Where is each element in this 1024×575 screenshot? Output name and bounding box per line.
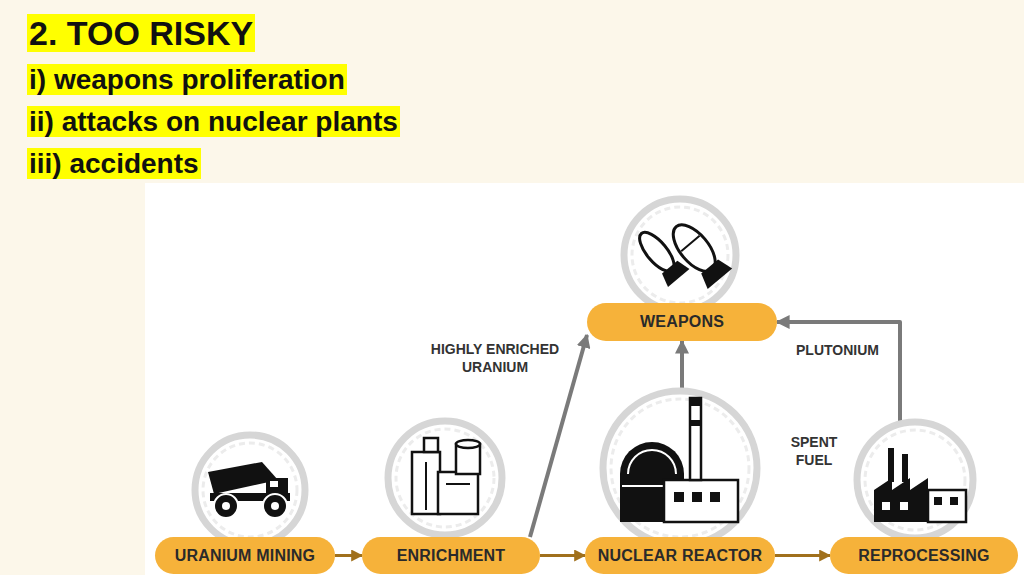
- risk-item-text: ii) attacks on nuclear plants: [27, 106, 400, 137]
- bomb-band: [681, 236, 699, 251]
- box-label: NUCLEAR REACTOR: [598, 547, 762, 565]
- factory-chimney: [888, 448, 894, 482]
- box-label: REPROCESSING: [858, 547, 989, 565]
- icon-circle: [195, 435, 305, 545]
- icon-circle-texture: [203, 443, 297, 537]
- reprocessing-icon: [857, 422, 973, 538]
- weapons-icon: [624, 199, 736, 311]
- flow-label: HIGHLY ENRICHED URANIUM: [420, 340, 570, 376]
- reactor-icon: [603, 391, 757, 545]
- flow-arrow: [335, 554, 362, 557]
- risk-item-text: i) weapons proliferation: [27, 64, 347, 95]
- process-box: NUCLEAR REACTOR: [585, 537, 775, 574]
- mining-icon: [195, 435, 305, 545]
- plant-tank-top: [456, 440, 480, 448]
- process-box: URANIUM MINING: [155, 537, 335, 574]
- factory-chimney: [902, 454, 908, 482]
- truck-hub: [271, 502, 279, 510]
- bomb-fin: [659, 258, 689, 287]
- reactor-window: [674, 492, 684, 502]
- bomb-symbol: [664, 216, 732, 289]
- factory-window: [934, 497, 942, 505]
- risk-item: iii) accidents: [27, 146, 201, 182]
- icon-circle-texture: [396, 429, 494, 527]
- reactor-chimney: [690, 398, 701, 480]
- slide-title: 2. TOO RISKY: [27, 12, 255, 54]
- factory-window: [950, 497, 958, 505]
- truck-cab: [266, 478, 288, 495]
- chimney-stripe: [690, 398, 701, 406]
- process-box: WEAPONS: [587, 303, 777, 341]
- flow-label: PLUTONIUM: [785, 341, 890, 359]
- factory-window: [900, 502, 908, 510]
- flow-arrow: [540, 554, 585, 557]
- icon-circle: [857, 422, 973, 538]
- box-label: ENRICHMENT: [397, 547, 506, 565]
- icon-circle-texture: [632, 207, 728, 303]
- reactor-dome-line: [628, 450, 676, 474]
- risk-item: i) weapons proliferation: [27, 62, 347, 98]
- icon-circle: [624, 199, 736, 311]
- plant-detail: [446, 483, 470, 485]
- box-label: URANIUM MINING: [175, 547, 316, 565]
- icon-circle: [388, 421, 502, 535]
- reactor-window: [710, 492, 720, 502]
- reactor-window: [692, 492, 702, 502]
- plant-hall: [438, 472, 478, 514]
- flow-label: SPENT FUEL: [783, 433, 845, 469]
- reactor-building: [664, 480, 738, 522]
- plant-detail: [425, 462, 427, 510]
- truck-window: [270, 481, 278, 487]
- process-box: REPROCESSING: [830, 537, 1018, 574]
- plant-block: [424, 438, 438, 452]
- plant-tower: [412, 452, 440, 514]
- factory-office: [928, 490, 966, 522]
- truck-hub: [222, 502, 230, 510]
- flow-arrow: [775, 554, 830, 557]
- factory-window: [882, 502, 890, 510]
- truck-wheel: [263, 494, 287, 518]
- icon-circle-texture: [865, 430, 965, 530]
- chimney-stripe: [690, 420, 701, 426]
- icon-circle-texture: [611, 399, 749, 537]
- risk-item: ii) attacks on nuclear plants: [27, 104, 400, 140]
- truck-wheel: [214, 494, 238, 518]
- factory-hall: [874, 478, 928, 522]
- title-text: 2. TOO RISKY: [27, 14, 255, 52]
- icon-circle: [603, 391, 757, 545]
- enrichment-icon: [388, 421, 502, 535]
- risk-item-text: iii) accidents: [27, 148, 201, 179]
- process-box: ENRICHMENT: [362, 537, 540, 574]
- flow-arrow: [530, 335, 587, 537]
- box-label: WEAPONS: [640, 313, 724, 331]
- bomb-fin: [697, 256, 732, 289]
- diagram-panel: [145, 183, 1024, 575]
